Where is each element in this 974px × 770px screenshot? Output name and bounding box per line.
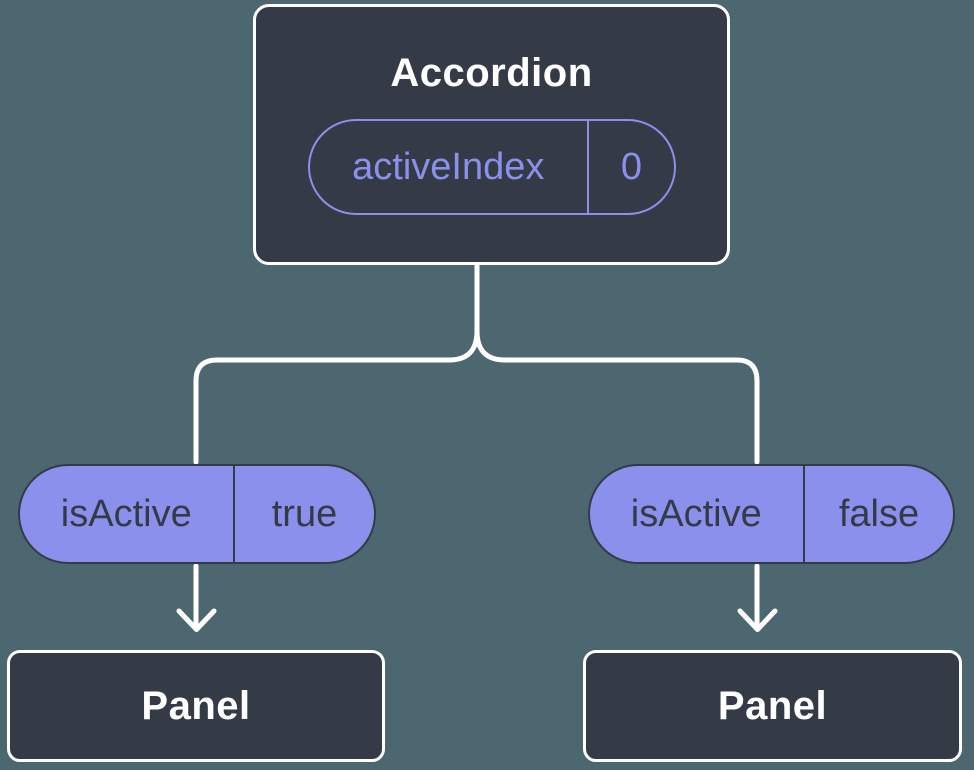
right-branch-line [474,328,760,465]
accordion-node: Accordion activeIndex 0 [253,4,730,265]
trunk-and-left-branch-line [193,263,480,465]
prop-value-label: true [271,492,338,535]
pill-divider [232,466,235,562]
state-name-label: activeIndex [352,145,545,188]
panel-node-title: Panel [717,683,828,728]
left-arrow-head-icon [176,608,217,632]
prop-name-label: isActive [60,492,192,535]
panel-node-title: Panel [141,683,251,728]
panel-node-right: Panel [583,650,962,762]
right-arrow-head-icon [737,608,778,632]
prop-name-label: isActive [630,492,762,535]
prop-value-label: false [838,492,920,535]
pill-divider [802,466,805,562]
pill-divider [586,121,589,213]
state-pill-activeindex: activeIndex 0 [308,119,676,215]
panel-node-left: Panel [7,650,385,762]
prop-pill-isactive-false: isActive false [588,464,955,564]
accordion-node-title: Accordion [390,51,593,95]
state-value-label: 0 [620,145,643,188]
prop-pill-isactive-true: isActive true [18,464,376,564]
